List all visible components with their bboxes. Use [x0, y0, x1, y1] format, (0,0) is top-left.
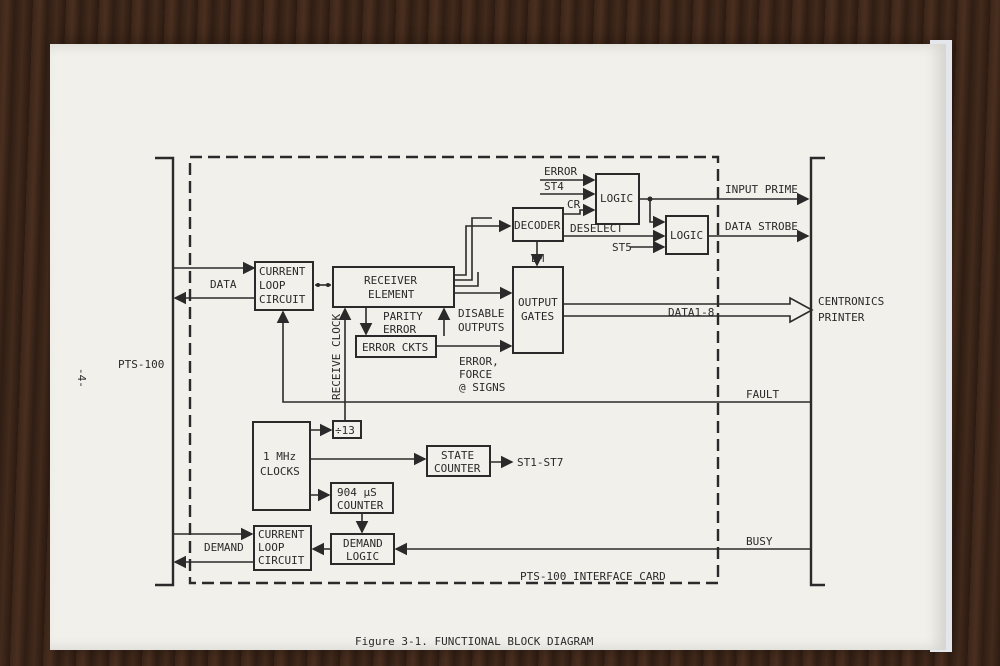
receive-clock-label: RECEIVE CLOCK: [330, 314, 343, 400]
clocks-label-1: 1 MHz: [263, 450, 296, 463]
receiver-label-2: ELEMENT: [368, 288, 415, 301]
error-label: ERROR: [544, 165, 577, 178]
centronics-label: CENTRONICS: [818, 295, 884, 308]
data-label: DATA: [210, 278, 237, 291]
demand-logic-block: [330, 533, 395, 565]
error-force-label-1: ERROR,: [459, 355, 499, 368]
receiver-to-decoder-2: [454, 217, 492, 281]
decoder-block: [512, 207, 564, 242]
decoder-label: DECODER: [514, 219, 561, 232]
receiver-label-1: RECEIVER: [364, 274, 417, 287]
interface-card-boundary: [188, 155, 720, 585]
state-counter-block: [426, 445, 491, 477]
disable-outputs-label-1: DISABLE: [458, 307, 504, 320]
parity-error-label-1: PARITY: [383, 310, 423, 323]
counter-904-label-2: COUNTER: [337, 499, 384, 512]
st4-label: ST4: [544, 180, 564, 193]
current-loop-top-label-2: LOOP: [259, 279, 286, 292]
input-prime-label: INPUT PRIME: [725, 183, 798, 196]
error-ckts-label: ERROR CKTS: [362, 341, 428, 354]
demand-logic-label-1: DEMAND: [343, 537, 383, 550]
state-counter-label-1: STATE: [441, 449, 474, 462]
counter-904-label-1: 904 μS: [337, 486, 377, 499]
output-gates-block: [512, 266, 564, 354]
error-force-label-2: FORCE: [459, 368, 492, 381]
cr-label: CR: [567, 198, 581, 211]
logic-1-label: LOGIC: [600, 192, 633, 205]
logic1-to-logic2: [649, 199, 666, 229]
demand-logic-label-2: LOGIC: [346, 550, 379, 563]
current-loop-top-block: [254, 261, 314, 311]
interface-card-label: PTS-100 INTERFACE CARD: [520, 570, 666, 583]
clocks-block: [252, 421, 311, 511]
st5-label: ST5: [612, 241, 632, 254]
em-label: EM: [531, 252, 545, 265]
centronics-bus: [809, 156, 825, 587]
current-loop-bottom-block: [253, 525, 312, 571]
logic-2-block: [665, 215, 709, 255]
deselect-label: DESELECT: [570, 222, 623, 235]
counter-904-block: [330, 482, 394, 514]
st1-st7-label: ST1-ST7: [517, 456, 563, 469]
printer-label: PRINTER: [818, 311, 865, 324]
figure-caption: Figure 3-1. FUNCTIONAL BLOCK DIAGRAM: [355, 635, 594, 648]
current-loop-top-label-1: CURRENT: [259, 265, 306, 278]
busy-label: BUSY: [746, 535, 773, 548]
error-force-label-3: @ SIGNS: [459, 381, 505, 394]
logic-2-label: LOGIC: [670, 229, 703, 242]
state-counter-label-2: COUNTER: [434, 462, 481, 475]
disable-outputs-label-2: OUTPUTS: [458, 321, 504, 334]
page-number: -4-: [75, 368, 88, 388]
output-gates-label-2: GATES: [521, 310, 554, 323]
pts100-label: PTS-100: [118, 358, 164, 371]
fault-line: [276, 310, 811, 403]
data1-8-bus: [563, 296, 814, 324]
current-loop-bottom-label-3: CIRCUIT: [258, 554, 305, 567]
demand-label: DEMAND: [204, 541, 244, 554]
receiver-to-decoder: [454, 219, 512, 276]
receiver-bus-up: [454, 272, 479, 287]
fault-label: FAULT: [746, 388, 779, 401]
divide-13-block: [332, 420, 362, 439]
pts100-bus: [155, 156, 175, 587]
parity-error-label-2: ERROR: [383, 323, 416, 336]
clocks-label-2: CLOCKS: [260, 465, 300, 478]
data-strobe-label: DATA STROBE: [725, 220, 798, 233]
divide-13-label: ÷13: [335, 424, 355, 437]
current-loop-bottom-label-1: CURRENT: [258, 528, 305, 541]
receiver-element-block: [332, 266, 455, 308]
cr-line: [563, 203, 596, 217]
current-loop-bottom-label-2: LOOP: [258, 541, 285, 554]
data1-8-label: DATA1-8: [668, 306, 714, 319]
current-loop-top-label-3: CIRCUIT: [259, 293, 306, 306]
logic-1-block: [595, 173, 640, 225]
output-gates-label-1: OUTPUT: [518, 296, 558, 309]
